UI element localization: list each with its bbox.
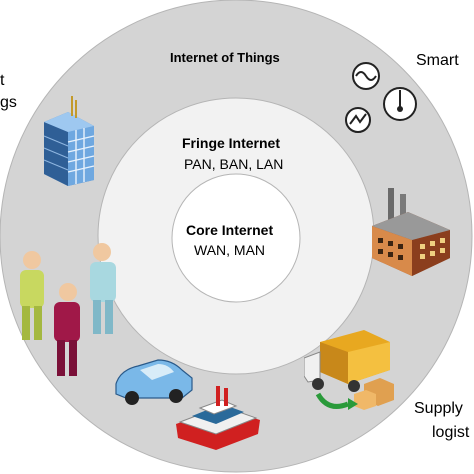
people-icon xyxy=(20,243,116,376)
core-title: Core Internet xyxy=(186,222,274,238)
car-icon xyxy=(115,359,193,405)
iot-title: Internet of Things xyxy=(170,50,280,65)
edge-label-logist: logist xyxy=(432,424,470,441)
edge-label-top-left-2: gs xyxy=(0,94,17,111)
fringe-title: Fringe Internet xyxy=(182,135,281,151)
core-circle xyxy=(171,173,301,303)
fringe-subtitle: PAN, BAN, LAN xyxy=(184,156,284,172)
building-icon xyxy=(43,96,95,186)
edge-label-smart: Smart xyxy=(416,52,459,69)
core-subtitle: WAN, MAN xyxy=(194,242,266,258)
meters-icon xyxy=(345,62,417,133)
edge-label-top-left-1: t xyxy=(0,72,5,89)
truck-icon xyxy=(304,330,394,410)
ferry-icon xyxy=(176,386,260,450)
factory-icon xyxy=(372,188,450,276)
edge-label-supply: Supply xyxy=(414,400,463,417)
